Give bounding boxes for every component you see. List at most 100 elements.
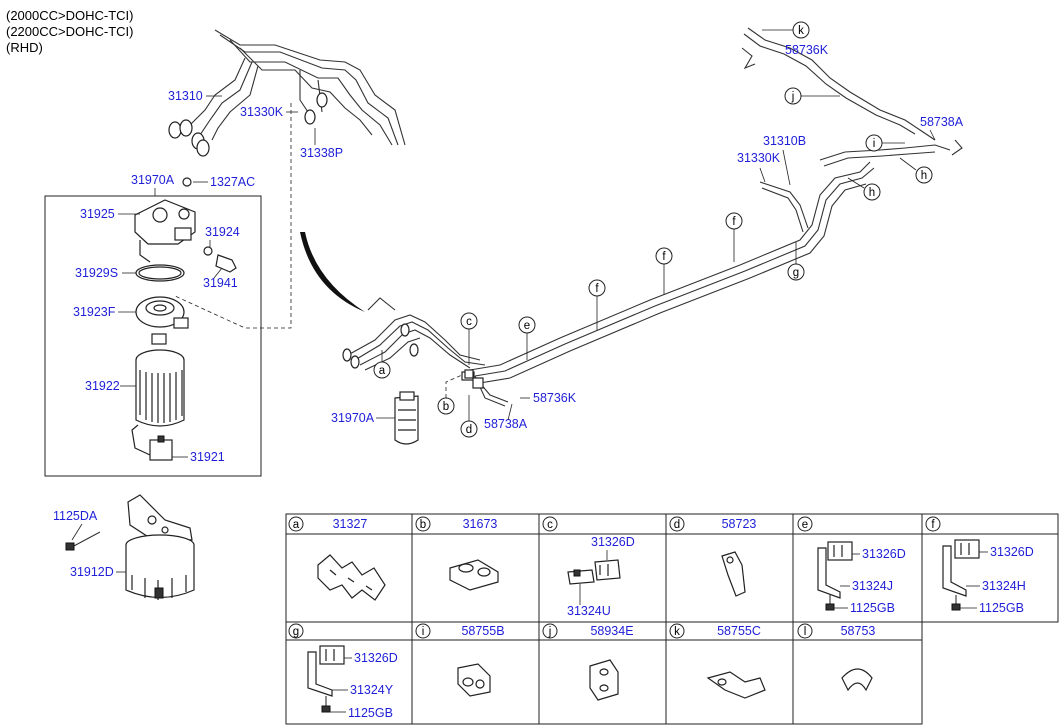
callout-h2: h bbox=[899, 157, 933, 184]
label-cell-e-1125gb: 1125GB bbox=[850, 601, 895, 615]
label-31941: 31941 bbox=[203, 276, 238, 290]
label-cell-c-31324u: 31324U bbox=[567, 604, 611, 618]
label-31970a-top: 31970A bbox=[131, 173, 175, 187]
sensor-icon bbox=[203, 246, 237, 273]
table-cell-i: i 58755B bbox=[415, 623, 505, 639]
svg-text:d: d bbox=[674, 519, 680, 531]
svg-text:f: f bbox=[662, 251, 666, 263]
fuel-pipe-bundle-top-icon bbox=[168, 29, 406, 157]
label-31925: 31925 bbox=[80, 207, 115, 221]
header-rhd: (RHD) bbox=[6, 40, 43, 55]
svg-text:58934E: 58934E bbox=[590, 624, 633, 638]
svg-text:g: g bbox=[793, 267, 799, 279]
clip-31327-icon bbox=[317, 554, 386, 601]
label-1327ac: 1327AC bbox=[210, 175, 255, 189]
oring-icon bbox=[135, 264, 185, 282]
label-31922: 31922 bbox=[85, 379, 120, 393]
filter-head-icon bbox=[134, 199, 196, 263]
svg-text:b: b bbox=[420, 519, 426, 531]
clip-58755b-icon bbox=[457, 663, 491, 697]
label-31330k-top: 31330K bbox=[240, 105, 284, 119]
label-1125da: 1125DA bbox=[53, 509, 98, 523]
svg-text:c: c bbox=[466, 316, 472, 328]
svg-text:a: a bbox=[293, 519, 300, 531]
return-line-top-icon bbox=[741, 27, 963, 156]
table-cell-a: a 31327 bbox=[288, 516, 367, 532]
label-cell-e-31326d: 31326D bbox=[862, 547, 906, 561]
header-engine-2000cc: (2000CC>DOHC-TCI) bbox=[6, 8, 134, 23]
callout-c: c bbox=[460, 312, 478, 365]
svg-text:k: k bbox=[798, 25, 804, 37]
table-cell-f: f bbox=[925, 516, 941, 532]
drain-plug-icon bbox=[131, 424, 173, 461]
svg-text:58755C: 58755C bbox=[717, 624, 761, 638]
svg-text:31673: 31673 bbox=[463, 517, 498, 531]
table-cell-b: b 31673 bbox=[415, 516, 498, 532]
heater-plate-icon bbox=[135, 296, 189, 329]
label-cell-f-1125gb: 1125GB bbox=[979, 601, 1024, 615]
label-cell-c-31326d: 31326D bbox=[591, 535, 635, 549]
svg-text:58753: 58753 bbox=[841, 624, 876, 638]
clip-31326d-c-icon bbox=[567, 559, 621, 585]
svg-text:i: i bbox=[422, 626, 425, 638]
svg-text:f: f bbox=[931, 519, 935, 531]
callout-d: d bbox=[460, 395, 478, 438]
callout-i: i bbox=[865, 134, 905, 152]
callout-k: k bbox=[762, 21, 810, 39]
bracket-g-icon bbox=[307, 645, 345, 713]
svg-text:e: e bbox=[524, 320, 530, 332]
callout-b: b bbox=[437, 374, 463, 415]
callout-f3: f bbox=[725, 212, 743, 262]
svg-text:a: a bbox=[379, 365, 386, 377]
svg-text:e: e bbox=[802, 519, 808, 531]
callout-f1: f bbox=[588, 279, 606, 330]
svg-text:l: l bbox=[804, 626, 807, 638]
svg-text:k: k bbox=[674, 626, 680, 638]
callout-a: a bbox=[373, 350, 391, 379]
svg-text:i: i bbox=[873, 138, 876, 150]
label-cell-g-31326d: 31326D bbox=[354, 651, 398, 665]
label-31921: 31921 bbox=[190, 450, 225, 464]
table-cell-e: e bbox=[797, 516, 813, 532]
clip-58755c-icon bbox=[706, 671, 766, 699]
fuel-filter-mid-icon bbox=[394, 391, 419, 445]
table-cell-d: d 58723 bbox=[669, 516, 757, 532]
svg-text:j: j bbox=[791, 91, 795, 103]
table-cell-j: j 58934E bbox=[542, 623, 634, 639]
parts-table bbox=[285, 513, 1059, 725]
clip-58934e-icon bbox=[589, 659, 619, 701]
table-cell-g: g bbox=[288, 623, 304, 639]
label-31310b: 31310B bbox=[763, 134, 806, 148]
bolt-icon bbox=[65, 531, 101, 551]
bracket-f-icon bbox=[942, 539, 980, 611]
label-cell-f-31324h: 31324H bbox=[982, 579, 1026, 593]
clip-b-icon bbox=[464, 369, 474, 379]
clip-58723-icon bbox=[721, 551, 746, 597]
main-fuel-lines-icon bbox=[461, 144, 951, 407]
svg-text:g: g bbox=[293, 626, 299, 638]
label-58738a-mid: 58738A bbox=[484, 417, 528, 431]
callout-g: g bbox=[787, 242, 805, 281]
label-58736k-top: 58736K bbox=[785, 43, 829, 57]
engine-fuel-rail-icon bbox=[342, 297, 486, 371]
svg-text:58755B: 58755B bbox=[461, 624, 504, 638]
label-cell-f-31326d: 31326D bbox=[990, 545, 1034, 559]
nipple-icon bbox=[151, 333, 167, 345]
svg-text:b: b bbox=[443, 401, 449, 413]
bracket-e-icon bbox=[817, 541, 853, 611]
callout-j: j bbox=[784, 87, 840, 105]
grommet-58753-icon bbox=[841, 668, 873, 692]
label-cell-g-31324y: 31324Y bbox=[350, 683, 394, 697]
svg-text:h: h bbox=[869, 187, 875, 199]
table-cell-c: c bbox=[542, 516, 558, 532]
label-31330k-right: 31330K bbox=[737, 151, 781, 165]
label-58738a-right: 58738A bbox=[920, 115, 964, 129]
svg-text:h: h bbox=[921, 170, 927, 182]
table-cell-l: l 58753 bbox=[797, 623, 876, 639]
label-31923f: 31923F bbox=[73, 305, 116, 319]
label-31924: 31924 bbox=[205, 225, 240, 239]
fuel-filter-unit-icon bbox=[125, 534, 195, 600]
svg-text:58723: 58723 bbox=[722, 517, 757, 531]
svg-text:j: j bbox=[548, 626, 552, 638]
label-cell-g-1125gb: 1125GB bbox=[348, 706, 393, 720]
